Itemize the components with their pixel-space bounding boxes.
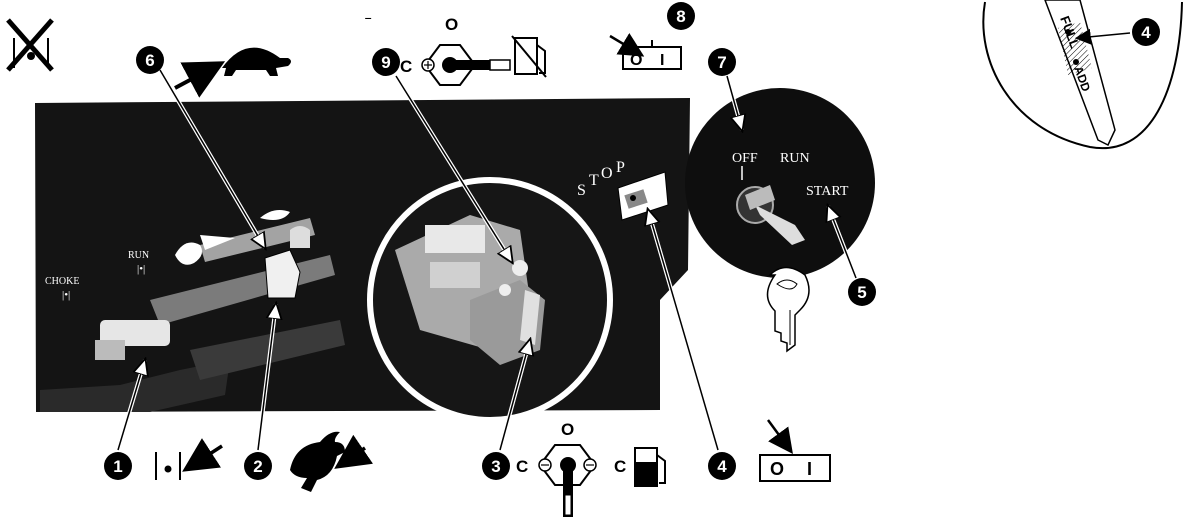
svg-text:I: I <box>660 52 664 69</box>
choke-panel-label: CHOKE <box>45 276 79 287</box>
svg-text:4: 4 <box>717 457 727 476</box>
run-panel-mark: |•| <box>137 263 145 275</box>
svg-text:4: 4 <box>1141 23 1151 42</box>
svg-text:6: 6 <box>145 51 154 70</box>
valve-bottom-open-label: O <box>561 420 574 439</box>
choke-panel-mark: |•| <box>62 289 70 301</box>
run-panel-label: RUN <box>128 250 149 261</box>
valve-top-closed-label: C <box>400 57 412 76</box>
svg-text:5: 5 <box>857 283 866 302</box>
key-start-label: START <box>806 184 849 199</box>
callout-7: 7 <box>708 48 736 76</box>
callout-2: 2 <box>244 452 272 480</box>
callout-4-dipstick: 4 <box>1132 18 1160 46</box>
svg-text:3: 3 <box>491 457 500 476</box>
callout-4: 4 <box>708 452 736 480</box>
callout-8: 8 <box>667 2 695 30</box>
svg-text:8: 8 <box>676 7 685 26</box>
svg-text:9: 9 <box>381 53 390 72</box>
svg-text:7: 7 <box>717 53 726 72</box>
valve-top-open-label: O <box>445 15 458 34</box>
svg-text:O: O <box>630 52 642 69</box>
svg-text:O: O <box>770 459 784 479</box>
svg-text:I: I <box>807 459 812 479</box>
key-off-label: OFF <box>732 151 758 166</box>
key-run-label: RUN <box>780 151 810 166</box>
svg-text:1: 1 <box>113 457 122 476</box>
toggle-switch-icon: O I <box>610 36 681 69</box>
callout-5: 5 <box>848 278 876 306</box>
toggle-switch-icon-bottom: O I <box>760 420 830 481</box>
choke-icon <box>156 446 222 480</box>
svg-text:‾: ‾ <box>365 16 372 31</box>
callout-9: 9 <box>372 48 400 76</box>
callout-6: 6 <box>136 46 164 74</box>
callout-1: 1 <box>104 452 132 480</box>
valve-bottom-closed-left-label: C <box>516 457 528 476</box>
svg-text:2: 2 <box>253 457 262 476</box>
rabbit-icon <box>290 432 365 492</box>
no-choke-icon <box>8 20 52 70</box>
fuel-valve-open-symbol: O C C <box>516 420 626 517</box>
fuel-pump-crossed-icon <box>512 36 546 77</box>
turtle-icon <box>175 48 291 88</box>
ignition-key-icon <box>768 268 810 352</box>
callout-3: 3 <box>482 452 510 480</box>
valve-bottom-closed-right-label: C <box>614 457 626 476</box>
fuel-valve-inset <box>370 180 610 420</box>
fuel-pump-icon <box>635 448 665 486</box>
